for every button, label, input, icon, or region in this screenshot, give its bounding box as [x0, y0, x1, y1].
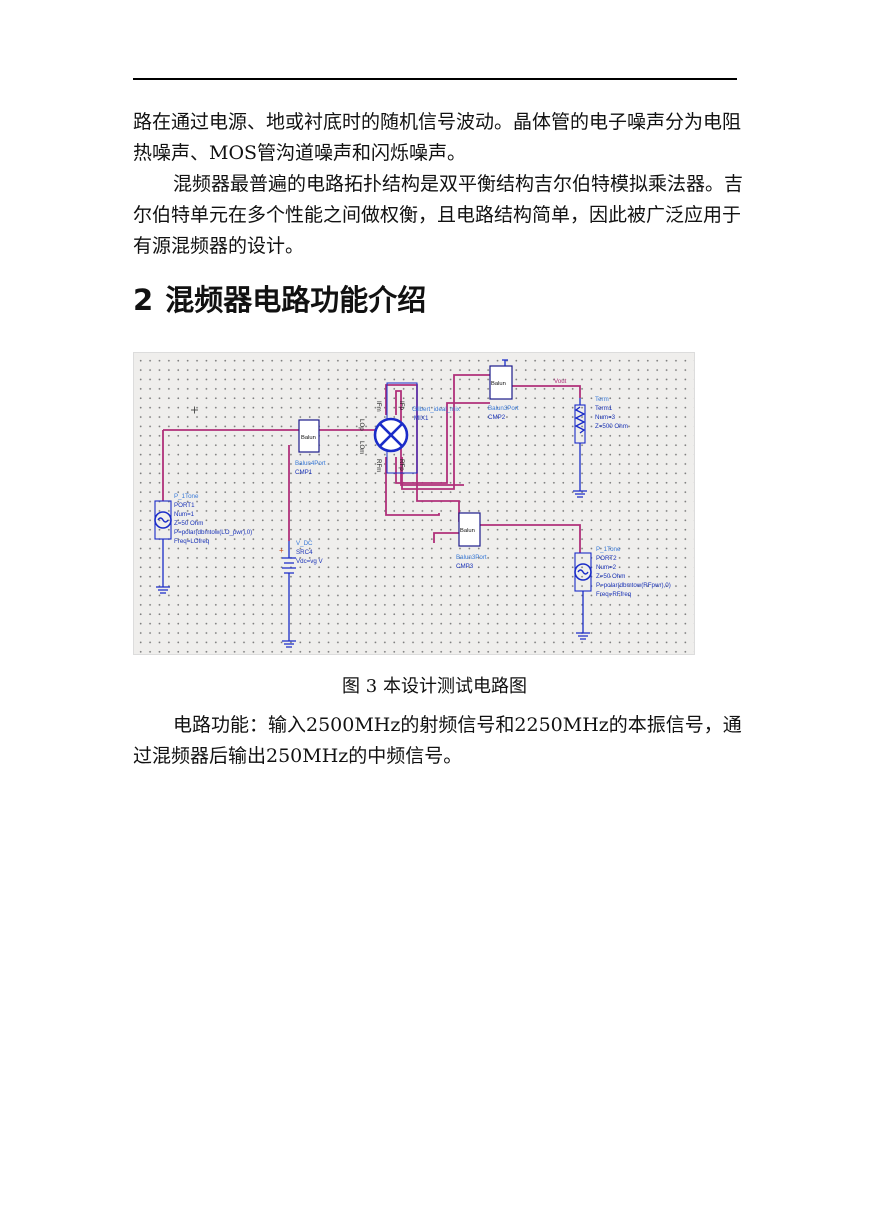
vdc-type: V_DC [296, 540, 313, 547]
port1-num: Num=1 [174, 511, 195, 518]
balun-cmp3-id: CMP3 [456, 563, 474, 570]
section-heading: 2 混频器电路功能介绍 [133, 280, 426, 320]
term-term1: Term Term1 Num=3 Z=500 Ohm [573, 396, 628, 498]
port1-power: P=polar(dbmtow(LO_pwr),0) [174, 529, 252, 536]
port1-freq: Freq=LOfreq [174, 538, 210, 545]
paragraph-1: 路在通过电源、地或衬底时的随机信号波动。晶体管的电子噪声分为电阻热噪声、MOS管… [133, 111, 742, 164]
balun-cmp1-name: Balun4Port [295, 460, 326, 467]
pin-ifp: IFp [398, 401, 405, 410]
port2-type: P_1Tone [596, 546, 621, 553]
pin-lop: LOp [358, 419, 365, 431]
header-rule [133, 78, 737, 80]
balun-cmp3-inner: Balun [460, 528, 475, 534]
balun-cmp1-inner: Balun [301, 435, 316, 441]
section-number: 2 [133, 283, 154, 317]
balun-cmp2-name: Balun3Port [488, 405, 519, 412]
section-title: 混频器电路功能介绍 [165, 283, 427, 317]
mixer-id: MIX1 [414, 415, 429, 422]
balun-cmp3: Balun Balun3Port CMP3 [456, 512, 487, 570]
balun-cmp2-id: CMP2 [488, 414, 506, 421]
balun-cmp1: Balun Balun4Port CMP1 [295, 419, 326, 476]
term-z: Z=500 Ohm [595, 423, 628, 430]
port1-id: PORT1 [174, 502, 195, 509]
schematic-drawing: Balun Balun4Port CMP1 Gilbert_ideal_mix … [154, 359, 671, 648]
circuit-schematic: Balun Balun4Port CMP1 Gilbert_ideal_mix … [133, 352, 695, 655]
crosshair-icon [191, 406, 198, 414]
svg-text:+: + [279, 546, 284, 555]
port1-lo-source: P_1Tone PORT1 Num=1 Z=50 Ohm P=polar(dbm… [154, 493, 252, 594]
port1-z: Z=50 Ohm [174, 520, 203, 527]
paragraph-2: 混频器最普遍的电路拓扑结构是双平衡结构吉尔伯特模拟乘法器。吉尔伯特单元在多个性能… [133, 173, 744, 257]
wires [162, 374, 581, 553]
vout-label: Vout [554, 378, 567, 385]
mixer-mix1: Gilbert_ideal_mix MIX1 LOp LOm IFm IFp R… [358, 382, 461, 474]
port1-type: P_1Tone [174, 493, 199, 500]
balun-cmp3-name: Balun3Port [456, 554, 487, 561]
port2-rf-source: P_1Tone PORT2 Num=2 Z=50 Ohm P=polar(dbm… [574, 546, 671, 640]
port2-id: PORT2 [596, 555, 617, 562]
paragraph-3: 电路功能：输入2500MHz的射频信号和2250MHz的本振信号，通过混频器后输… [133, 714, 742, 767]
pin-lom: LOm [358, 441, 365, 454]
balun-cmp1-id: CMP1 [295, 469, 313, 476]
port2-num: Num=2 [596, 564, 617, 571]
vdc-source: + V_DC SRC4 Vdc=vg V [279, 540, 324, 648]
term-type: Term [595, 396, 609, 403]
port2-power: P=polar(dbmtow(RFpwr),0) [596, 582, 671, 589]
port2-freq: Freq=RFfreq [596, 591, 632, 598]
pin-rfm: RFm [375, 459, 382, 472]
mixer-name: Gilbert_ideal_mix [412, 406, 461, 413]
term-id: Term1 [595, 405, 613, 412]
vdc-value: Vdc=vg V [296, 558, 324, 565]
balun-cmp2-inner: Balun [491, 381, 506, 387]
vdc-id: SRC4 [296, 549, 313, 556]
figure-caption: 图 3 本设计测试电路图 [342, 676, 527, 697]
term-num: Num=3 [595, 414, 616, 421]
pin-rfp: RFp [398, 459, 405, 471]
port2-z: Z=50 Ohm [596, 573, 625, 580]
balun-cmp2: Balun Balun3Port CMP2 [488, 359, 519, 421]
pin-ifm: IFm [375, 401, 382, 412]
